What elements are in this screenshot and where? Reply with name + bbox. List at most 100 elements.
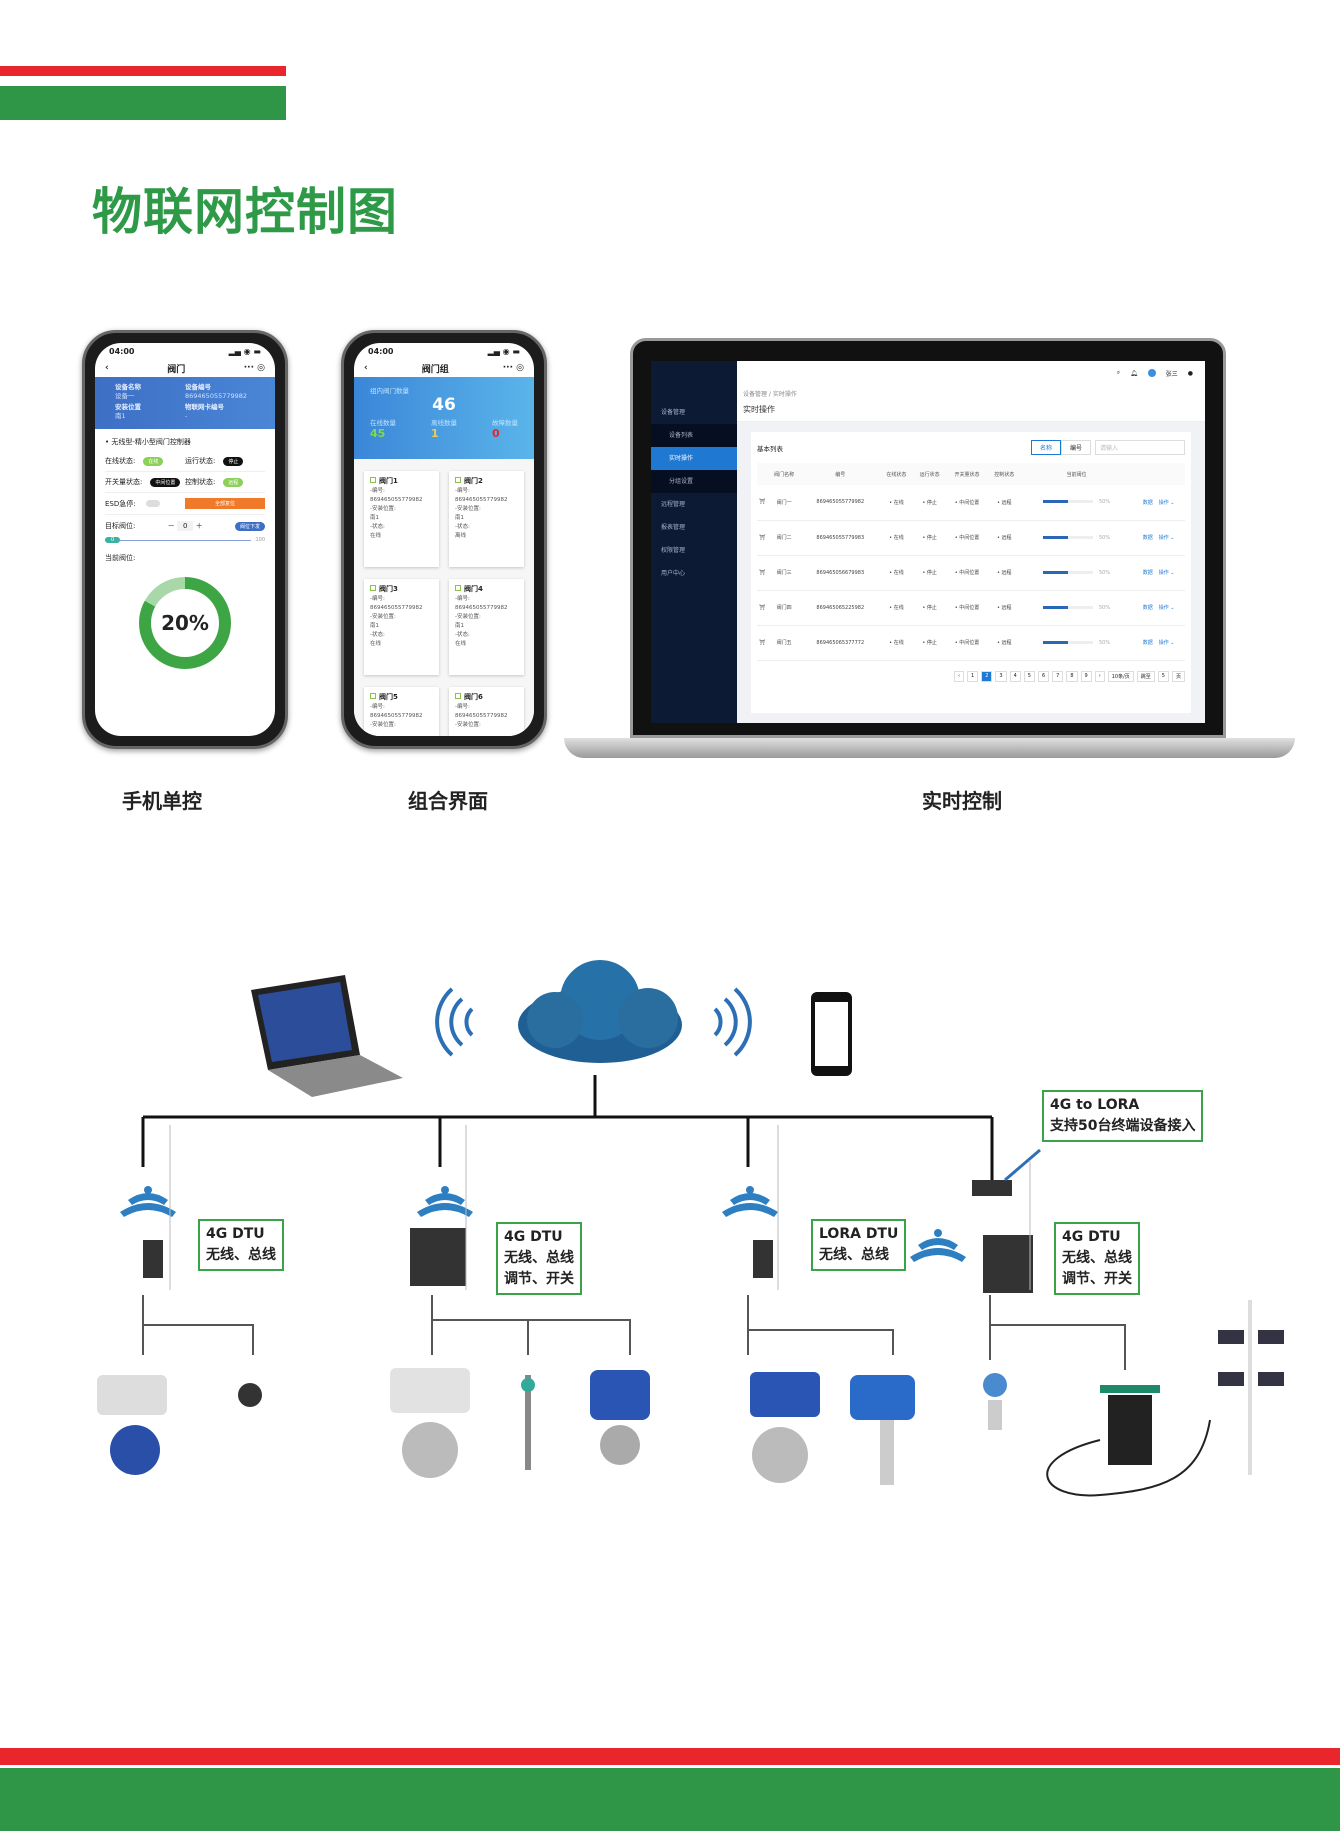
sidebar-item[interactable]: 远程管理 xyxy=(661,501,686,508)
control-label: 控制状态: xyxy=(185,478,216,486)
cell-run: • 停止 xyxy=(913,625,947,661)
checkbox-icon[interactable] xyxy=(370,477,376,483)
data-link[interactable]: 数据 xyxy=(1142,499,1153,506)
cell-online: • 在线 xyxy=(879,485,914,521)
data-link[interactable]: 数据 xyxy=(1142,535,1153,541)
sidebar-item[interactable]: 用户中心 xyxy=(661,570,686,577)
card-title: 阀门6 xyxy=(455,693,518,703)
page-button[interactable]: 3 xyxy=(995,670,1007,682)
dtu-devices xyxy=(143,1148,1041,1293)
seg-name[interactable]: 名称 xyxy=(1030,440,1061,455)
data-link[interactable]: 数据 xyxy=(1142,605,1153,611)
valve-card[interactable]: 阀门6-编号:869465055779982-安装位置: xyxy=(449,687,524,736)
back-icon[interactable]: ‹ xyxy=(105,363,109,373)
slider-handle[interactable]: 0 xyxy=(105,537,121,543)
bus-lines xyxy=(141,1075,994,1180)
position-bar xyxy=(1042,605,1093,609)
sidebar-item[interactable]: 权限管理 xyxy=(661,547,686,554)
stat-value: 45 xyxy=(370,427,386,440)
valve-card[interactable]: 阀门1-编号:869465055779982-安装位置:南1-状态:在线 xyxy=(364,471,439,567)
operate-link[interactable]: 操作 ⌄ xyxy=(1158,499,1175,506)
card-no-label: -编号: xyxy=(370,704,385,710)
operate-link[interactable]: 操作 ⌄ xyxy=(1158,605,1175,611)
more-icon[interactable]: ··· ◎ xyxy=(502,363,524,373)
column-header: 编号 xyxy=(800,463,880,485)
sidebar-item[interactable]: 报表管理 xyxy=(661,524,686,531)
search-icon[interactable]: ⌕ xyxy=(1116,369,1121,376)
cell-position: 50% xyxy=(1020,625,1133,661)
checkbox-icon[interactable] xyxy=(370,693,376,699)
page-button[interactable]: 9 xyxy=(1080,670,1092,682)
cell-actions: 数据操作 ⌄ xyxy=(1132,590,1185,626)
wifi-right-icon xyxy=(713,987,752,1057)
seg-number[interactable]: 编号 xyxy=(1060,440,1091,455)
page-button[interactable]: ‹ xyxy=(954,670,965,682)
data-link[interactable]: 数据 xyxy=(1142,640,1153,646)
operate-link[interactable]: 操作 ⌄ xyxy=(1158,640,1175,646)
send-position-button[interactable]: 阀位下发 xyxy=(234,521,265,531)
page-button[interactable]: 4 xyxy=(1009,670,1021,682)
sidebar-item[interactable]: 设备管理 xyxy=(661,409,686,416)
user-name[interactable]: 张三 xyxy=(1165,370,1178,378)
position-value: 50% xyxy=(1098,499,1111,506)
card-no: 869465055779982 xyxy=(455,605,508,611)
target-stepper[interactable]: － 0 ＋ xyxy=(167,521,203,531)
position-value: 50% xyxy=(1098,534,1111,541)
reset-button[interactable]: 全部复位 xyxy=(185,498,265,509)
valve-card[interactable]: 阀门5-编号:869465055779982-安装位置: xyxy=(364,687,439,736)
valve-card[interactable]: 阀门2-编号:869465055779982-安装位置:南1-状态:离线 xyxy=(449,471,524,567)
valve-card[interactable]: 阀门4-编号:869465055779982-安装位置:南1-状态:在线 xyxy=(449,579,524,675)
cell-no: 869465055779983 xyxy=(800,520,880,556)
sidebar-item[interactable]: 分组设置 xyxy=(651,470,737,493)
checkbox-icon[interactable] xyxy=(455,585,461,591)
esd-toggle[interactable] xyxy=(145,500,160,507)
pager-jump-value[interactable]: 5 xyxy=(1157,670,1169,682)
operate-link[interactable]: 操作 ⌄ xyxy=(1158,570,1175,576)
checkbox-icon[interactable] xyxy=(455,477,461,483)
stat-label: 故障数量 xyxy=(492,419,518,427)
bell-icon[interactable]: 🔔︎ xyxy=(1130,369,1138,377)
card-title: 阀门1 xyxy=(370,477,433,487)
valve-card[interactable]: 阀门3-编号:869465055779982-安装位置:南1-状态:在线 xyxy=(364,579,439,675)
card-no: 869465055779982 xyxy=(455,713,508,719)
cell-run: • 停止 xyxy=(913,485,947,521)
globe-icon[interactable]: ● xyxy=(1187,369,1193,377)
page-button[interactable]: 8 xyxy=(1066,670,1078,682)
laptop: 设备管理设备列表实时操作分组设置远程管理报表管理权限管理用户中心 ⌕🔔︎张三● … xyxy=(630,338,1226,738)
target-value[interactable]: 0 xyxy=(176,521,194,531)
card-no-label: -编号: xyxy=(455,488,470,494)
page-button[interactable]: 5 xyxy=(1023,670,1035,682)
pager-page-size[interactable]: 10条/页 xyxy=(1107,670,1134,682)
avatar[interactable] xyxy=(1147,369,1156,377)
cell-run: • 停止 xyxy=(913,555,947,591)
checkbox-icon[interactable] xyxy=(370,585,376,591)
sidebar-item[interactable]: 设备列表 xyxy=(651,424,737,447)
operate-link[interactable]: 操作 ⌄ xyxy=(1158,535,1175,541)
back-icon[interactable]: ‹ xyxy=(364,363,368,373)
data-link[interactable]: 数据 xyxy=(1142,570,1153,576)
esd-label: ESD急停: xyxy=(105,499,136,508)
wifi-left-icon xyxy=(435,987,474,1057)
column-header: 控制状态 xyxy=(987,463,1021,485)
label-line: 4G DTU xyxy=(206,1226,265,1242)
page-button[interactable]: 2 xyxy=(981,670,993,682)
checkbox-icon[interactable] xyxy=(455,693,461,699)
search-input[interactable]: 请输入 xyxy=(1095,440,1185,455)
page-button[interactable]: 7 xyxy=(1052,670,1064,682)
page-button[interactable]: › xyxy=(1094,670,1105,682)
page-button[interactable]: 6 xyxy=(1037,670,1050,682)
more-icon[interactable]: ··· ◎ xyxy=(243,363,265,373)
page-button[interactable]: 1 xyxy=(967,670,979,682)
info-key: 安装位置 xyxy=(115,403,141,411)
sidebar-item[interactable]: 实时操作 xyxy=(651,447,737,470)
card-title: 阀门4 xyxy=(455,585,518,595)
cell-actions: 数据操作 ⌄ xyxy=(1132,520,1185,556)
switch-label: 开关量状态: xyxy=(105,478,143,486)
